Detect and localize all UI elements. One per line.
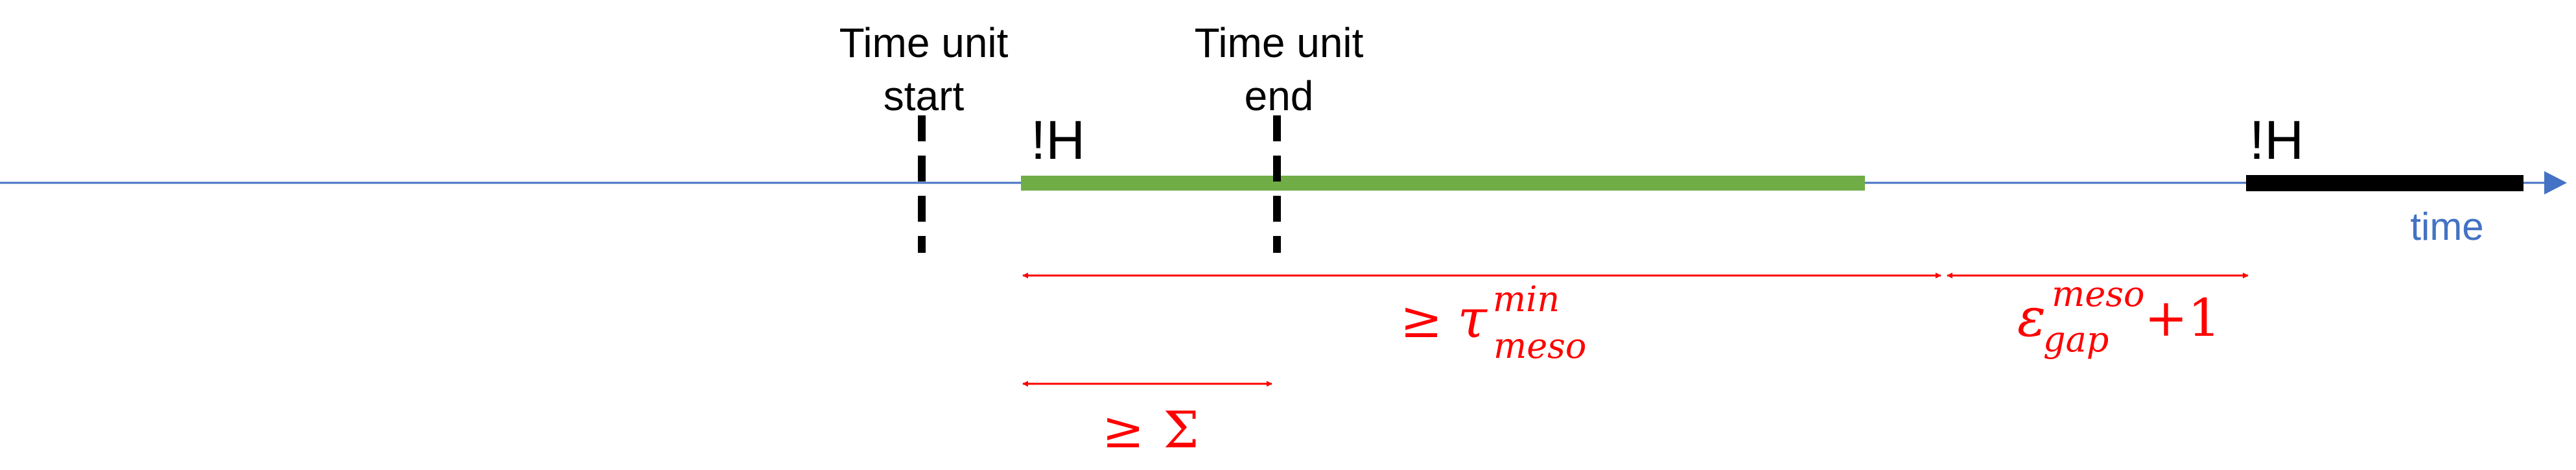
sigma-geq-symbol: ≥ — [1102, 401, 1144, 460]
tau-geq-symbol: ≥ — [1400, 291, 1442, 349]
time-unit-start-label-line1: Time unit — [839, 19, 1009, 66]
epsilon-gap-annotation: ε meso gap — [2017, 274, 2148, 360]
epsilon-superscript: meso — [2052, 274, 2144, 314]
tau-symbol: τ — [1457, 288, 1488, 350]
black-interval-bar — [2246, 175, 2523, 191]
tau-subscript: meso — [1493, 325, 1586, 366]
tau-superscript: min — [1493, 279, 1560, 320]
epsilon-symbol: ε — [2017, 287, 2046, 349]
time-axis-label: time — [2410, 205, 2483, 248]
time-unit-end-label-line1: Time unit — [1195, 19, 1364, 66]
not-h-label-first: !H — [1031, 110, 1085, 170]
green-interval-bar — [1021, 176, 1865, 191]
time-unit-end-label-line2: end — [1245, 73, 1314, 119]
time-axis-arrowhead — [2544, 171, 2567, 194]
not-h-label-second: !H — [2249, 110, 2304, 170]
sigma-symbol: Σ — [1163, 401, 1199, 460]
sigma-annotation: ≥ Σ — [1102, 401, 1199, 460]
time-unit-start-label-line2: start — [884, 73, 965, 119]
epsilon-plus-one: +1 — [2144, 288, 2221, 348]
epsilon-subscript: gap — [2043, 319, 2109, 360]
tau-min-annotation: ≥ τ min meso — [1400, 279, 1586, 366]
